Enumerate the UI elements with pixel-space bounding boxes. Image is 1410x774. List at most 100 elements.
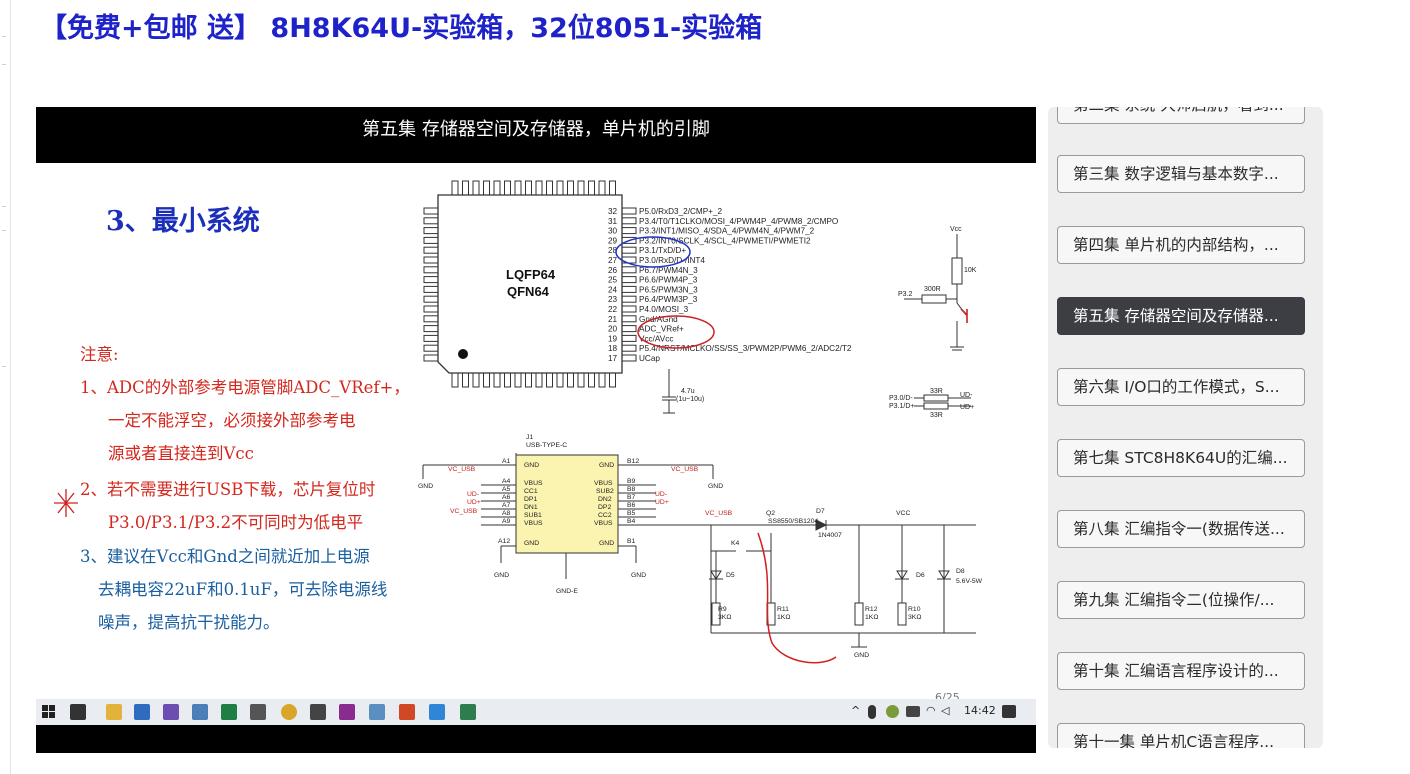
- app-icon[interactable]: [369, 704, 385, 720]
- chip-pin-label: P3.0/RxD/D-/INT4: [639, 256, 705, 265]
- episode-playlist[interactable]: 第二集 系统 大师启航，看到... 第三集 数字逻辑与基本数字... 第四集 单…: [1048, 107, 1323, 748]
- chevron-up-icon[interactable]: ^: [851, 704, 861, 717]
- label-p30: P3.0/D-: [889, 395, 913, 402]
- slide-heading: 3、最小系统: [106, 206, 260, 237]
- chip-pin-number: 31: [608, 217, 618, 226]
- chip-pin: [423, 236, 439, 244]
- app-icon[interactable]: [460, 704, 476, 720]
- label-33r-b: 33R: [930, 412, 943, 419]
- chip-pin-number: 23: [608, 295, 618, 304]
- annotation-circle-red: [637, 315, 715, 349]
- label-vcc2: VCC: [896, 510, 910, 517]
- tray-app-icon[interactable]: [886, 705, 899, 718]
- chip-pin-label: Vcc/AVcc: [639, 334, 673, 343]
- label-gnd-4: GND: [631, 572, 646, 579]
- volume-icon[interactable]: ◁: [941, 704, 950, 717]
- label-a8: A8: [502, 510, 511, 517]
- playlist-item[interactable]: 第二集 系统 大师启航，看到...: [1057, 107, 1305, 124]
- playlist-item[interactable]: 第八集 汇编指令一(数据传送...: [1057, 510, 1305, 548]
- playlist-item[interactable]: 第六集 I/O口的工作模式，S...: [1057, 368, 1305, 406]
- app-icon[interactable]: [339, 704, 355, 720]
- chip-name-2: QFN64: [507, 284, 550, 299]
- playlist-item[interactable]: 第七集 STC8H8K64U的汇编...: [1057, 439, 1305, 477]
- label-dn1: DN1: [524, 504, 538, 511]
- microphone-icon[interactable]: [868, 705, 876, 719]
- video-player[interactable]: 第五集 存储器空间及存储器，单片机的引脚 3、最小系统 LQFP64 QFN64…: [36, 107, 1036, 753]
- chip-body: [437, 194, 623, 374]
- app-icon[interactable]: [310, 704, 326, 720]
- chip-pin: [472, 180, 480, 196]
- pin1-marker: [458, 349, 468, 359]
- chip-pin: [423, 227, 439, 235]
- chip-pin: [621, 305, 637, 313]
- chip-pin: [423, 315, 439, 323]
- label-ud-minus: UD-: [960, 392, 973, 399]
- label-q2part: SS8550/SB1204: [768, 518, 818, 525]
- app-icon[interactable]: [192, 704, 208, 720]
- chip-pin: [423, 217, 439, 225]
- chip-pin: [621, 285, 637, 293]
- chip-pin-label: ADC_VRef+: [639, 325, 684, 334]
- chrome-icon[interactable]: [281, 704, 297, 720]
- label-r10v: 3KΩ: [908, 614, 921, 621]
- chip-pin: [621, 246, 637, 254]
- app-icon[interactable]: [163, 704, 179, 720]
- label-gnd-2: GND: [708, 483, 723, 490]
- label-udp-left: UD+: [467, 499, 481, 506]
- label-r12v: 1KΩ: [865, 614, 878, 621]
- label-cc1: CC1: [524, 488, 538, 495]
- file-explorer-icon[interactable]: [106, 704, 122, 720]
- chip-pin-label: P6.5/PWM3N_3: [639, 285, 698, 294]
- chip-pin-number: 20: [608, 325, 618, 334]
- chip-pin-label: P6.4/PWM3P_3: [639, 295, 698, 304]
- chip-pin: [514, 180, 522, 196]
- excel-icon[interactable]: [221, 704, 237, 720]
- app-icon[interactable]: [429, 704, 445, 720]
- chip-pin: [514, 372, 522, 388]
- chip-name-1: LQFP64: [506, 267, 556, 282]
- note-line: 3、建议在Vcc和Gnd之间就近加上电源: [80, 547, 370, 566]
- video-caption: 第五集 存储器空间及存储器，单片机的引脚: [362, 119, 710, 140]
- left-gutter: [0, 0, 11, 774]
- chip-pin: [556, 180, 564, 196]
- wifi-icon[interactable]: ◠: [926, 704, 936, 717]
- powerpoint-icon[interactable]: [399, 704, 415, 720]
- label-gnd-right: GND: [599, 462, 614, 469]
- chip-pin-label: P3.4/T0/T1CLKO/MOSI_4/PWM4P_4/PWM8_2/CMP…: [639, 217, 838, 226]
- chip-pin: [588, 180, 595, 196]
- playlist-item[interactable]: 第九集 汇编指令二(位操作/...: [1057, 581, 1305, 619]
- playlist-item[interactable]: 第四集 单片机的内部结构，...: [1057, 226, 1305, 264]
- chip-pin-number: 19: [608, 334, 618, 343]
- chip-pin: [462, 372, 469, 388]
- app-icon[interactable]: [70, 704, 86, 720]
- display-icon[interactable]: [906, 706, 920, 717]
- chip-pin-label: Gnd/AGnd: [639, 315, 678, 324]
- notification-icon[interactable]: [1002, 705, 1016, 718]
- playlist-item[interactable]: 第十一集 单片机C语言程序...: [1057, 723, 1305, 748]
- label-ud-plus: UD+: [960, 404, 974, 411]
- label-dp2: DP2: [598, 504, 611, 511]
- label-a4: A4: [502, 478, 511, 485]
- label-b8: B8: [627, 486, 636, 493]
- chip-pin: [577, 180, 585, 196]
- chip-pin: [609, 180, 616, 196]
- chip-pin-number: 27: [608, 256, 618, 265]
- chip-pin: [567, 180, 574, 196]
- label-sub2: SUB2: [596, 488, 614, 495]
- playlist-item[interactable]: 第十集 汇编语言程序设计的...: [1057, 652, 1305, 690]
- label-gnd-1: GND: [418, 483, 433, 490]
- clock-time[interactable]: 14:42: [964, 704, 996, 717]
- chip-pin: [621, 227, 637, 235]
- app-icon[interactable]: [250, 704, 266, 720]
- chip-pin: [483, 180, 490, 196]
- label-gnd-5: GND: [854, 652, 869, 659]
- annotation-circle-blue: [615, 236, 691, 268]
- outlook-icon[interactable]: [134, 704, 150, 720]
- playlist-item[interactable]: 第三集 数字逻辑与基本数字...: [1057, 155, 1305, 193]
- label-r9v: 3KΩ: [718, 614, 731, 621]
- chip-pin: [621, 334, 637, 342]
- playlist-item-active[interactable]: 第五集 存储器空间及存储器...: [1057, 297, 1305, 335]
- label-33r-a: 33R: [930, 388, 943, 395]
- label-cap2: (1u~10u): [676, 396, 704, 403]
- label-vcc: Vcc: [950, 226, 962, 233]
